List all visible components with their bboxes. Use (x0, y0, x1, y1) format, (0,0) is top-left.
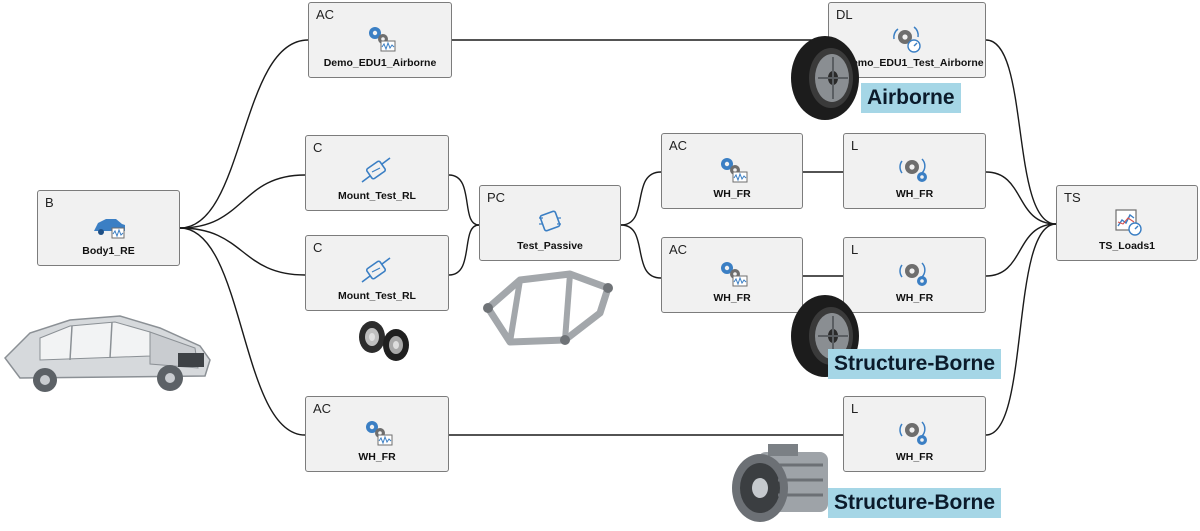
gear-signal-icon (898, 158, 928, 183)
bushing-image (359, 321, 409, 361)
wire-body-to-ac-bottom (179, 227, 306, 436)
label-airborne: Airborne (861, 83, 961, 113)
node-ac-bottom[interactable]: AC WH_FR (305, 396, 449, 472)
node-tag: AC (669, 138, 688, 153)
wire-body-to-ac-top (179, 39, 309, 229)
wire-dl-to-ts (985, 39, 1057, 225)
node-name: Demo_EDU1_Test_Airborne (844, 57, 984, 69)
node-name: WH_FR (358, 451, 396, 463)
node-body[interactable]: B Body1_RE (37, 190, 180, 266)
node-tag: L (851, 242, 859, 257)
node-l-mid-2[interactable]: L WH_FR (843, 237, 986, 313)
wire-body-to-mount2 (179, 227, 306, 276)
gears-waveform-icon (365, 420, 393, 446)
node-mount-1[interactable]: C Mount_Test_RL (305, 135, 449, 211)
gear-signal-icon (898, 262, 928, 287)
wire-l-bot-to-ts (985, 223, 1057, 436)
chart-gauge-icon (1115, 209, 1142, 236)
gears-waveform-icon (720, 157, 748, 183)
node-tag: B (45, 195, 54, 210)
label-structure-borne-2: Structure-Borne (828, 488, 1002, 518)
gear-signal-gauge-icon (893, 26, 921, 53)
node-name: WH_FR (895, 188, 934, 200)
tire-image-1 (791, 36, 859, 120)
label-structure-borne-1: Structure-Borne (828, 349, 1002, 379)
wire-body-to-mount1 (179, 174, 306, 229)
node-passive[interactable]: PC Test_Passive (479, 185, 621, 261)
node-tag: AC (313, 401, 332, 416)
compressor-image (732, 444, 828, 522)
node-tag: C (313, 240, 323, 255)
node-tag: AC (316, 7, 335, 22)
mount-connector-icon (361, 157, 391, 183)
node-name: WH_FR (713, 292, 751, 304)
node-tag: L (851, 138, 859, 153)
node-name: Mount_Test_RL (338, 190, 416, 202)
node-name: WH_FR (895, 292, 934, 304)
wire-passive-to-ac-mid1 (620, 171, 662, 226)
wire-mount2-to-passive (448, 224, 480, 276)
node-l-bottom[interactable]: L WH_FR (843, 396, 986, 472)
node-tag: C (313, 140, 323, 155)
node-name: Test_Passive (517, 240, 583, 252)
mount-connector-icon (361, 257, 391, 283)
car-icon (93, 218, 125, 239)
node-name: WH_FR (713, 188, 751, 200)
chip-icon (538, 209, 562, 233)
node-ts[interactable]: TS TS_Loads1 (1056, 185, 1198, 261)
node-name: Mount_Test_RL (338, 290, 416, 302)
node-ac-mid-1[interactable]: AC WH_FR (661, 133, 803, 209)
node-l-mid-1[interactable]: L WH_FR (843, 133, 986, 209)
subframe-image (483, 270, 613, 346)
node-tag: PC (487, 190, 506, 205)
wire-l-mid1-to-ts (985, 171, 1057, 225)
node-mount-2[interactable]: C Mount_Test_RL (305, 235, 449, 311)
gear-signal-icon (898, 421, 928, 446)
wire-l-mid2-to-ts (985, 223, 1057, 277)
node-tag: AC (669, 242, 688, 257)
node-name: TS_Loads1 (1098, 240, 1156, 252)
node-tag: DL (836, 7, 853, 22)
gears-waveform-icon (368, 26, 396, 52)
gears-waveform-icon (720, 261, 748, 287)
node-ac-mid-2[interactable]: AC WH_FR (661, 237, 803, 313)
node-name: Body1_RE (82, 245, 135, 257)
car-body-image (4, 315, 211, 392)
wire-passive-to-ac-mid2 (620, 224, 662, 279)
node-tag: L (851, 401, 859, 416)
node-name: Demo_EDU1_Airborne (323, 57, 437, 69)
node-ac-top[interactable]: AC Demo_EDU1_Airborne (308, 2, 452, 78)
node-tag: TS (1064, 190, 1081, 205)
node-name: WH_FR (895, 451, 934, 463)
wire-mount1-to-passive (448, 174, 480, 226)
